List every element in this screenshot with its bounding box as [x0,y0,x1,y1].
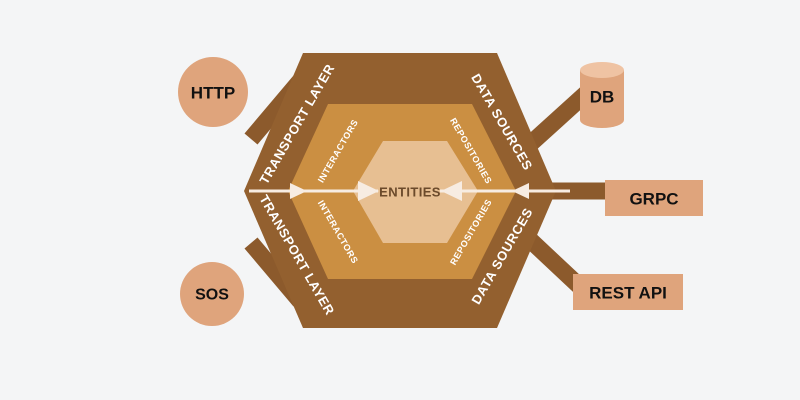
flow-arrows [249,181,570,201]
label-entities: ENTITIES [379,185,441,200]
sos-circle[interactable] [180,262,244,326]
db-cylinder-body[interactable] [580,70,624,120]
arrowhead-left-inner [358,181,379,201]
http-circle[interactable] [178,57,248,127]
adapter-http[interactable]: HTTP [178,57,248,127]
adapter-db[interactable]: DB [580,62,624,128]
rest-api-label: REST API [589,284,667,303]
grpc-box[interactable] [605,180,703,216]
inner-core-entities [353,141,478,243]
db-label: DB [590,88,615,107]
rest-api-box[interactable] [573,274,683,310]
arrowhead-right-outer [512,183,529,199]
http-label: HTTP [191,84,235,103]
db-cylinder-top [580,62,624,78]
adapter-sos[interactable]: SOS [180,262,244,326]
arrowhead-right-inner [441,181,462,201]
adapter-grpc[interactable]: GRPC [605,180,703,216]
arrowhead-left-outer [290,183,307,199]
adapter-rest-api[interactable]: REST API [573,274,683,310]
db-cylinder-bottom [580,112,624,128]
sos-label: SOS [195,287,229,304]
grpc-label: GRPC [629,190,678,209]
